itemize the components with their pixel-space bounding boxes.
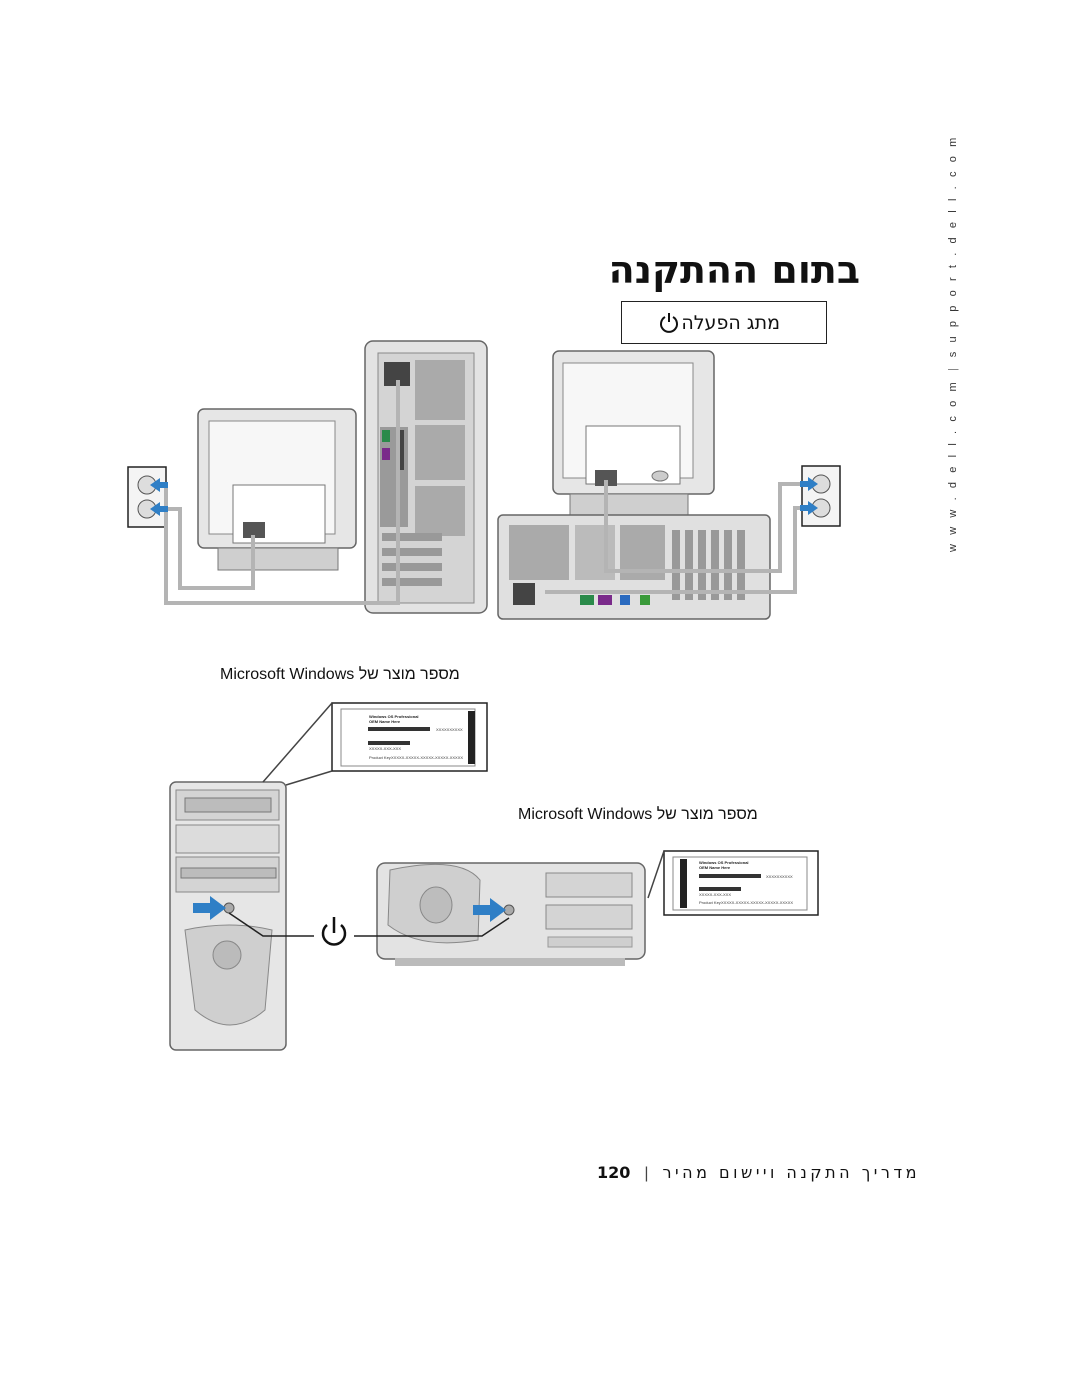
coa-label-bottom: [647, 850, 819, 916]
coa-serial-right: XXXXXXXXXX: [766, 874, 793, 879]
coa-label-top: [262, 702, 488, 786]
power-callout-line-right: [354, 917, 510, 937]
footer-separator: |: [644, 1165, 649, 1182]
coa-os-name: Windows OS Professional: [699, 860, 749, 865]
coa-product-key: XXXXX-XXXXX-XXXXX-XXXXX-XXXXX: [391, 755, 463, 760]
page-title: בתום ההתקנה: [608, 248, 860, 292]
coa-product-key-label: Product Key: [699, 900, 721, 905]
coa-serial-mid: XXXXX-XXX-XXX: [699, 892, 731, 897]
power-switch-legend: מתג הפעלה: [621, 301, 827, 344]
footer-title: מדריך התקנה ויישום מהיר: [662, 1163, 920, 1182]
outlet-arrows: [150, 477, 818, 516]
arrow-icon: [193, 896, 226, 920]
page-number: 120: [596, 1163, 631, 1182]
cable-monitor-left: [156, 507, 255, 590]
power-switch-label: מתג הפעלה: [681, 312, 780, 334]
coa-serial-mid: XXXXX-XXX-XXX: [369, 746, 401, 751]
arrow-icon: [150, 478, 168, 492]
coa-product-key: XXXXX-XXXXX-XXXXX-XXXXX-XXXXX: [721, 900, 793, 905]
tower-computer-back: [364, 340, 488, 614]
monitor-left: [197, 408, 357, 571]
coa-serial-right: XXXXXXXXXX: [436, 727, 463, 732]
power-callout-line-left: [228, 912, 314, 937]
cable-monitor-right: [604, 480, 811, 573]
product-key-caption-bottom: Microsoft Windows מספר מוצר של: [518, 806, 758, 823]
product-key-caption-top: Microsoft Windows מספר מוצר של: [220, 666, 460, 683]
power-icon: [321, 917, 347, 946]
page-footer: מדריך התקנה ויישום מהיר | 120: [597, 1163, 920, 1183]
desktop-computer-front: [376, 862, 646, 966]
wall-outlet-right: [801, 465, 841, 527]
tower-computer-front: [169, 781, 287, 1051]
arrow-icon: [800, 501, 818, 515]
coa-os-name: Windows OS Professional: [369, 714, 419, 719]
monitor-right: [552, 350, 715, 517]
power-icon: [660, 313, 678, 333]
arrow-icon: [473, 898, 506, 922]
coa-product-key-label: Product Key: [369, 755, 391, 760]
arrow-icon: [800, 477, 818, 491]
coa-oem: OEM Name Here: [369, 719, 401, 724]
arrow-icon: [150, 502, 168, 516]
wall-outlet-left: [127, 466, 167, 528]
coa-oem: OEM Name Here: [699, 865, 731, 870]
